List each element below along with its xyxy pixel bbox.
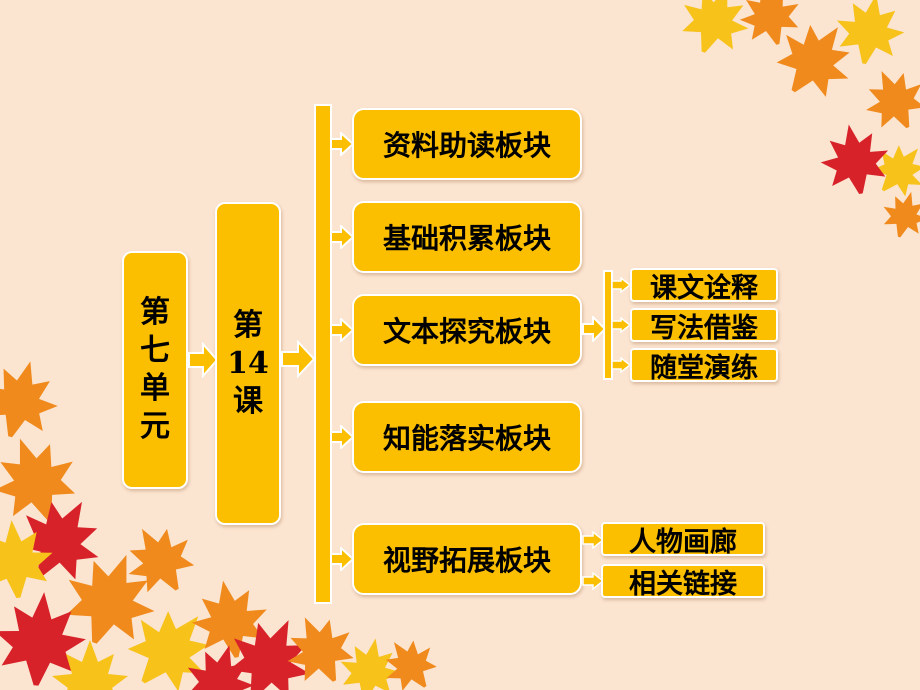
leaf-cluster-top-right: [671, 0, 920, 243]
module-box: 视野拓展板块: [352, 523, 582, 595]
unit-box: 第 七 单 元: [122, 251, 188, 489]
arrow-right-icon: [330, 547, 354, 571]
module-label: 视野拓展板块: [382, 544, 551, 577]
arrow-right-icon: [582, 531, 604, 549]
unit-char: 元: [140, 409, 170, 444]
arrow-right-icon: [330, 318, 354, 342]
sub-item-box: 随堂演练: [630, 348, 778, 384]
arrow-right-icon: [330, 225, 354, 249]
lesson-char: 课: [233, 383, 263, 419]
arrow-right-icon: [611, 277, 631, 293]
lesson-number: 14: [227, 345, 269, 381]
unit-char: 七: [140, 333, 170, 368]
module-box: 知能落实板块: [352, 401, 582, 473]
module-label: 基础积累板块: [382, 222, 551, 255]
sub-item-box: 相关链接: [601, 564, 765, 600]
arrow-right-icon: [330, 425, 354, 449]
sub-item-label: 课文诠释: [650, 272, 758, 304]
module-label: 知能落实板块: [382, 422, 551, 455]
sub-item-label: 随堂演练: [650, 352, 758, 384]
arrow-right-icon: [611, 317, 631, 333]
sub-item-box: 人物画廊: [601, 522, 765, 558]
arrow-right-icon: [582, 316, 606, 342]
lesson-box: 第 14 课: [215, 202, 281, 525]
sub-item-label: 相关链接: [629, 568, 737, 600]
module-label: 文本探究板块: [382, 315, 551, 348]
module-box: 资料助读板块: [352, 108, 582, 180]
arrow-right-icon: [611, 357, 631, 373]
sub-item-label: 写法借鉴: [650, 312, 758, 344]
module-label: 资料助读板块: [382, 129, 551, 162]
unit-char: 单: [140, 371, 170, 406]
arrow-right-icon: [330, 132, 354, 156]
lesson-char: 第: [233, 307, 263, 343]
module-box: 基础积累板块: [352, 201, 582, 273]
sub-item-label: 人物画廊: [629, 526, 737, 558]
arrow-right-icon: [281, 340, 315, 378]
sub-item-box: 课文诠释: [630, 268, 778, 304]
arrow-right-icon: [582, 572, 604, 590]
bracket-bar: [314, 104, 332, 604]
arrow-right-icon: [188, 342, 218, 378]
unit-char: 第: [140, 295, 170, 330]
module-box: 文本探究板块: [352, 294, 582, 366]
sub-item-box: 写法借鉴: [630, 308, 778, 344]
